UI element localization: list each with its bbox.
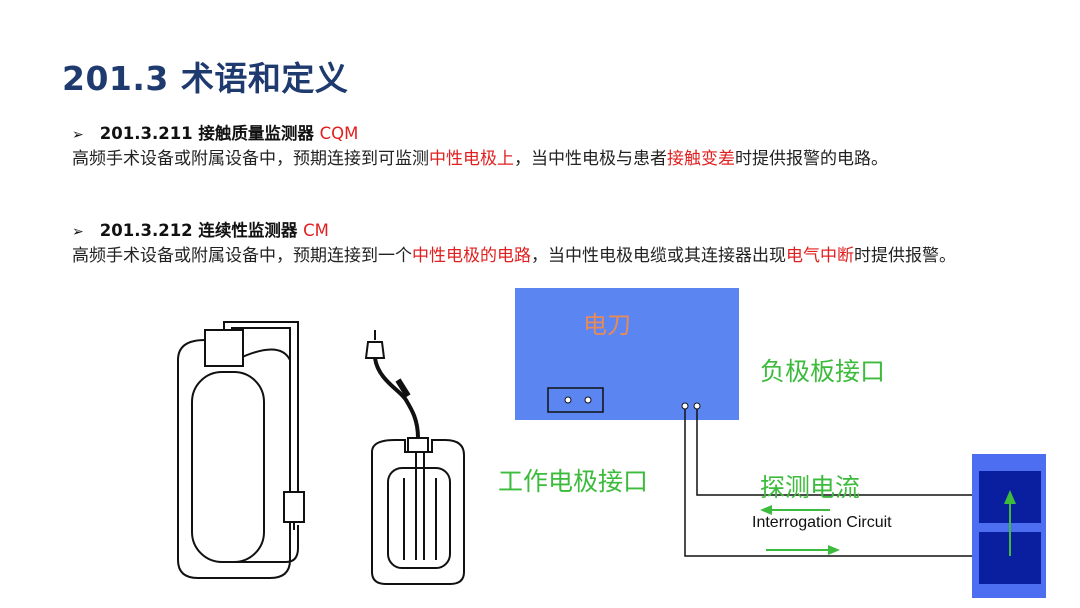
definition-text: 高频手术设备或附属设备中，预期连接到可监测中性电极上，当中性电极与患者接触变差时… (72, 147, 972, 171)
highlight-text: 接触变差 (667, 149, 735, 169)
definition-heading: ➢ 201.3.212 连续性监测器 CM (72, 219, 972, 244)
text-part: ，当中性电极电缆或其连接器出现 (531, 246, 786, 266)
definition-name: 连续性监测器 (198, 221, 298, 240)
plate-arrow-head (1004, 490, 1016, 504)
text-part: 时提供报警的电路。 (735, 149, 888, 169)
current-arrows (760, 505, 840, 555)
device-label: 电刀 (583, 311, 631, 339)
arrow-bullet-icon: ➢ (72, 127, 84, 143)
neutral-electrode-pad-icon (177, 321, 305, 579)
active-electrode-socket (547, 387, 604, 413)
text-part: ，当中性电极与患者 (514, 149, 667, 169)
definition-cm: ➢ 201.3.212 连续性监测器 CM 高频手术设备或附属设备中，预期连接到… (72, 219, 972, 268)
neg-plate-port-label: 负极板接口 (760, 357, 886, 386)
definition-number: 201.3.212 (99, 221, 193, 240)
definition-abbr: CM (303, 221, 329, 240)
definition-name: 接触质量监测器 (198, 124, 314, 143)
interrogation-wires (684, 409, 980, 557)
arrow-bullet-icon: ➢ (72, 224, 84, 240)
definition-abbr: CQM (319, 124, 359, 143)
split-electrode-pad-icon (364, 330, 465, 585)
esu-device-box (515, 288, 739, 420)
text-part: 高频手术设备或附属设备中，预期连接到可监测 (72, 149, 429, 169)
highlight-text: 中性电极的电路 (412, 246, 531, 266)
text-part: 高频手术设备或附属设备中，预期连接到一个 (72, 246, 412, 266)
definition-number: 201.3.211 (99, 124, 193, 143)
page-title: 201.3 术语和定义 (62, 59, 349, 98)
probe-current-label: 探测电流 (760, 473, 861, 502)
text-part: 时提供报警。 (854, 246, 956, 266)
definition-cqm: ➢ 201.3.211 接触质量监测器 CQM 高频手术设备或附属设备中，预期连… (72, 122, 972, 171)
socket-pin (564, 396, 572, 404)
return-port-pin (681, 402, 689, 410)
work-port-label: 工作电极接口 (498, 467, 649, 496)
interrogation-circuit-label: Interrogation Circuit (752, 514, 892, 531)
definition-text: 高频手术设备或附属设备中，预期连接到一个中性电极的电路，当中性电极电缆或其连接器… (72, 244, 972, 268)
highlight-text: 电气中断 (786, 246, 854, 266)
highlight-text: 中性电极上 (429, 149, 514, 169)
definition-heading: ➢ 201.3.211 接触质量监测器 CQM (72, 122, 972, 147)
socket-pin (584, 396, 592, 404)
return-port-pin (693, 402, 701, 410)
